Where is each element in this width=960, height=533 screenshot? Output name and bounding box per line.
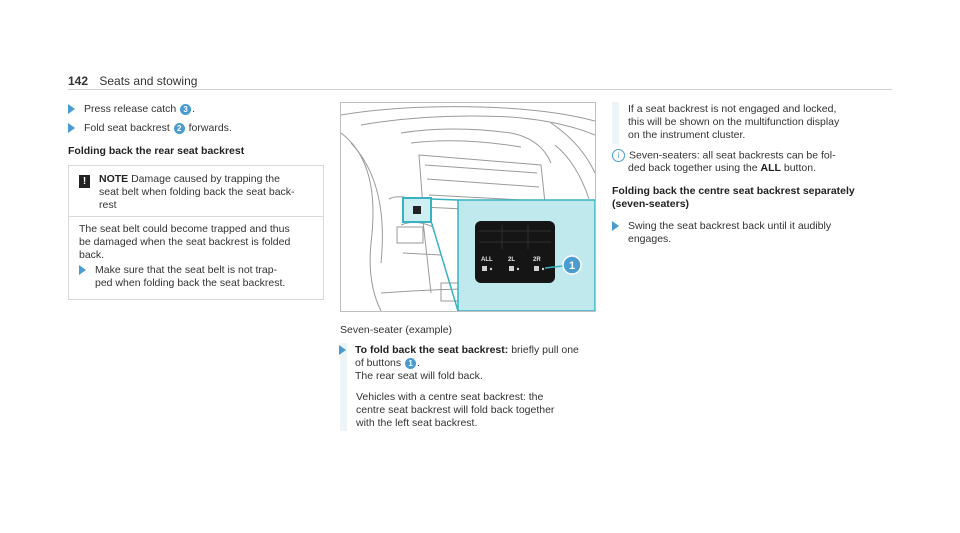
warning-exclamation-icon: ! — [79, 175, 90, 188]
vehicle-interior-illustration: ALL 2L 2R 1 — [340, 102, 596, 312]
step-press-release-catch: Press release catch 3. — [68, 103, 195, 116]
section-title: Seats and stowing — [99, 74, 198, 88]
step-arrow-icon — [339, 345, 346, 356]
step-fold-back-backrest: To fold back the seat backrest: briefly … — [339, 344, 599, 383]
figure-caption: Seven-seater (example) — [340, 324, 453, 336]
info-icon: i — [612, 149, 625, 162]
step-arrow-icon — [68, 123, 75, 134]
button-label-2l: 2L — [508, 257, 515, 263]
header-divider — [68, 89, 892, 90]
note-step: Make sure that the seat belt is not trap… — [79, 264, 317, 290]
page-number: 142 — [68, 74, 89, 88]
button-panel — [475, 221, 555, 283]
callout-badge-3: 3 — [180, 103, 192, 115]
seat-button-icon — [413, 206, 421, 214]
paragraph-centre-backrest: Vehicles with a centre seat backrest: th… — [356, 391, 555, 429]
seat-button-callout-small — [402, 197, 432, 223]
step-arrow-icon — [612, 221, 619, 232]
callout-number: 1 — [569, 260, 575, 272]
note-box: ! NOTE Damage caused by trapping the sea… — [68, 165, 324, 300]
section-heading-rear-backrest: Folding back the rear seat backrest — [68, 145, 245, 157]
callout-badge-2: 2 — [173, 122, 185, 134]
callout-badge-1 — [562, 255, 582, 275]
note-header: ! NOTE Damage caused by trapping the sea… — [69, 166, 323, 217]
step-arrow-icon — [68, 104, 75, 115]
step-arrow-icon — [79, 265, 86, 276]
paragraph-not-engaged: If a seat backrest is not engaged and lo… — [628, 103, 840, 141]
callout-badge-1: 1 — [405, 357, 417, 369]
text-side-bar — [340, 343, 347, 431]
seat-pictogram-icons — [482, 266, 545, 271]
note-body: The seat belt could become trapped and t… — [79, 223, 291, 261]
note-title: NOTE Damage caused by trapping the seat … — [99, 173, 295, 211]
button-label-2r: 2R — [533, 257, 541, 263]
cargo-area-drawing: ALL 2L 2R 1 — [341, 106, 595, 311]
text-side-bar — [612, 102, 619, 144]
section-heading-centre-backrest: Folding back the centre seat backrest se… — [612, 185, 855, 210]
page-header: 142 Seats and stowing — [68, 74, 197, 88]
button-label-all: ALL — [481, 257, 493, 263]
step-swing-backrest: Swing the seat backrest back until it au… — [612, 220, 892, 246]
step-fold-backrest: Fold seat backrest 2 forwards. — [68, 122, 232, 135]
